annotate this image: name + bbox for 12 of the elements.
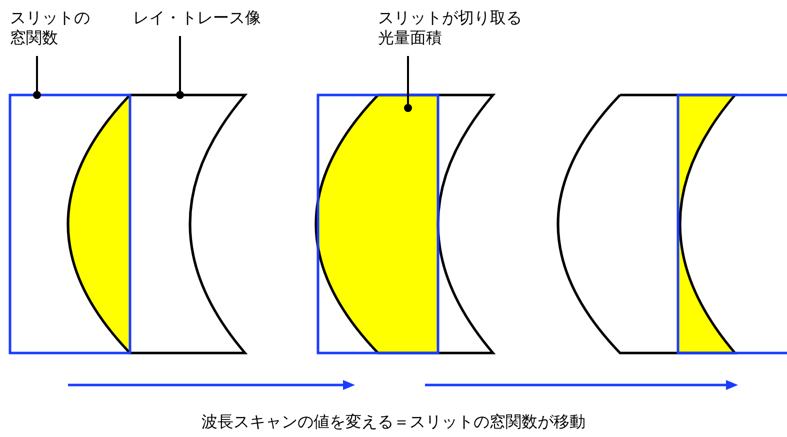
caption: 波長スキャンの値を変える＝スリットの窓関数が移動 bbox=[202, 412, 586, 431]
ray-trace-image bbox=[66, 93, 247, 355]
cut-area-label: スリットが切り取る光量面積 bbox=[378, 8, 524, 48]
ray-trace-label: レイ・トレース像 bbox=[133, 8, 283, 28]
ray-trace-image bbox=[314, 93, 495, 355]
leader-line bbox=[33, 56, 41, 99]
leader-line bbox=[404, 56, 412, 112]
slit-window bbox=[676, 93, 787, 355]
cut-area bbox=[68, 95, 130, 353]
slit-window bbox=[8, 93, 132, 355]
leader-line bbox=[176, 36, 184, 99]
slit-window-label: スリットの窓関数 bbox=[10, 8, 94, 48]
